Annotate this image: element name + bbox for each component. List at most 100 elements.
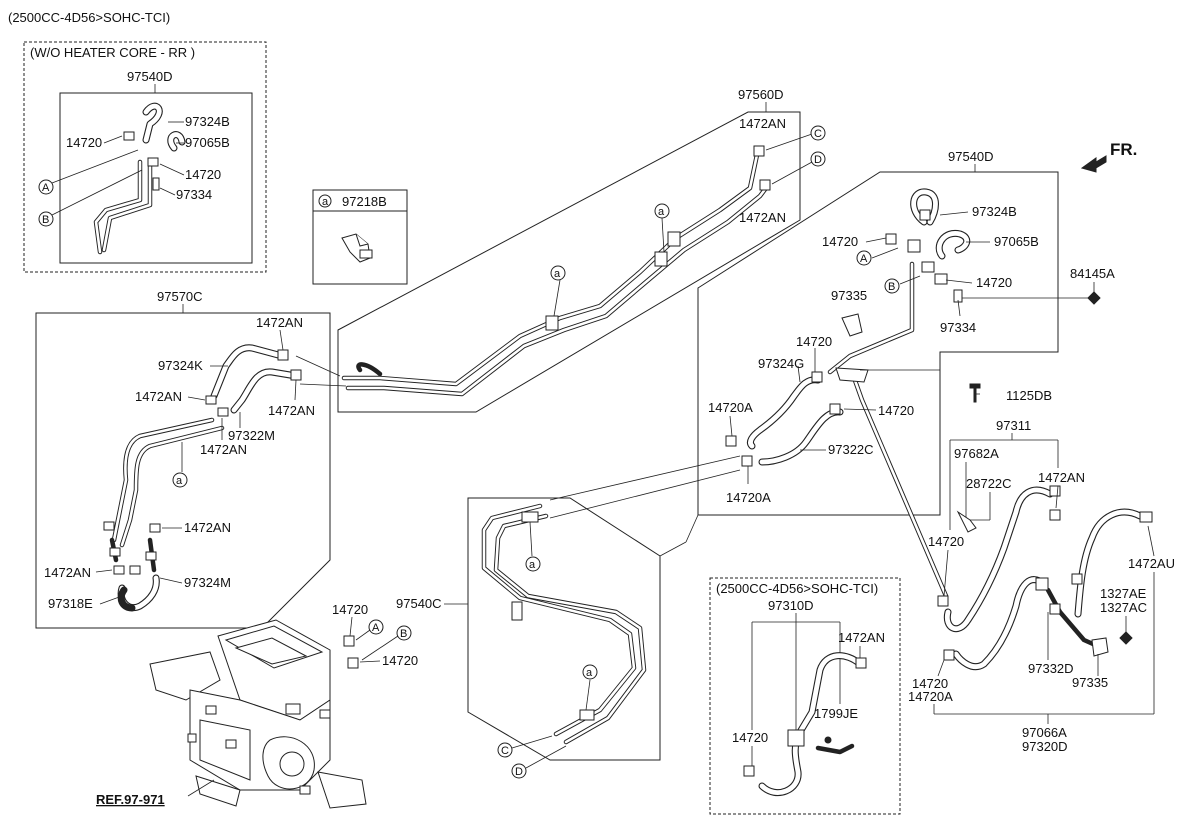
inset-label-1799je: 1799JE	[814, 706, 858, 721]
right-hoses	[937, 485, 1153, 671]
clamp	[907, 239, 921, 253]
clamp	[753, 145, 765, 157]
main-label-97322c: 97322C	[828, 442, 874, 457]
unit-marker-a: A	[372, 622, 380, 634]
right-label-14720: 14720	[928, 534, 964, 549]
long-pipe-label-1472an: 1472AN	[739, 210, 786, 225]
under-marker-a: a	[586, 667, 593, 679]
clamp	[811, 371, 823, 383]
rear-label-97322m: 97322M	[228, 428, 275, 443]
main-label-14720a: 14720A	[726, 490, 771, 505]
main-label-1125db: 1125DB	[1006, 388, 1052, 403]
rear-label-97324k: 97324K	[158, 358, 203, 373]
main-marker-b-circle	[884, 278, 900, 294]
clamp	[921, 261, 935, 273]
clamp	[205, 395, 217, 405]
inset-assembly-label: 97310D	[768, 598, 814, 613]
under-marker-a: a	[529, 559, 536, 571]
clamp	[885, 233, 897, 245]
bracket-marker: a	[322, 196, 329, 208]
unit-label-14720: 14720	[382, 653, 418, 668]
pipe-clip	[511, 601, 523, 621]
clamp	[725, 435, 737, 447]
clamp	[741, 455, 753, 467]
under-marker-c-circle	[497, 742, 513, 758]
bracket-part-label: 97218B	[342, 194, 387, 209]
right-label-1327ac: 1327AC	[1100, 600, 1147, 615]
rear-marker-circle	[172, 472, 188, 488]
under-marker-a-circle	[582, 664, 598, 680]
bracket-box	[312, 189, 408, 285]
clamp	[277, 349, 289, 361]
rear-label-1472an: 1472AN	[256, 315, 303, 330]
long-pipe-marker-c: C	[814, 128, 822, 140]
main-label-14720: 14720	[976, 275, 1012, 290]
main-marker-a-circle	[856, 250, 872, 266]
unit-marker-a-circle	[368, 619, 384, 635]
main-label-97324b: 97324B	[972, 204, 1017, 219]
rear-marker-a: a	[176, 475, 183, 487]
long-pipe-marker-a: a	[554, 268, 561, 280]
right-label-1472an: 1472AN	[1038, 470, 1085, 485]
right-label-97682a: 97682A	[954, 446, 999, 461]
under-marker-d: D	[515, 766, 523, 778]
hvac-unit-drawing	[149, 619, 367, 809]
clamp	[743, 765, 755, 777]
nut-icon	[1087, 291, 1101, 305]
rear-label-97324m: 97324M	[184, 575, 231, 590]
long-pipe-marker-a-circle	[550, 265, 566, 281]
under-marker-d-circle	[511, 763, 527, 779]
bracket	[152, 177, 160, 191]
marker-c-circle	[810, 125, 826, 141]
label-97324b: 97324B	[185, 114, 230, 129]
main-hose-box	[697, 171, 1059, 516]
bolt-icon	[969, 383, 981, 403]
main-label-97334: 97334	[940, 320, 976, 335]
clamp	[934, 273, 948, 285]
clamp	[113, 565, 125, 575]
inset-hose	[743, 652, 867, 796]
clamp	[147, 157, 159, 167]
under-pipe	[481, 503, 647, 745]
pipe-clip	[579, 709, 595, 721]
pipe-clip	[654, 251, 668, 267]
engine-header: (2500CC-4D56>SOHC-TCI)	[8, 10, 170, 25]
right-label-1472au: 1472AU	[1128, 556, 1175, 571]
long-pipe-marker-d: D	[814, 154, 822, 166]
long-pipe-marker-a: a	[658, 206, 665, 218]
bracket-clip-icon	[341, 233, 373, 263]
marker-b: B	[42, 214, 49, 226]
right-label-1327ae: 1327AE	[1100, 586, 1147, 601]
heater-core-assembly-label: 97540D	[127, 69, 173, 84]
heater-core-hoses	[93, 102, 186, 255]
label-97065b: 97065B	[185, 135, 230, 150]
inset-label-1472an: 1472AN	[838, 630, 885, 645]
right-label-28722c: 28722C	[966, 476, 1012, 491]
label-14720: 14720	[66, 135, 102, 150]
main-label-14720a: 14720A	[708, 400, 753, 415]
marker-d-circle	[810, 151, 826, 167]
main-assembly-label: 97540D	[948, 149, 994, 164]
inset-box	[709, 577, 901, 815]
long-pipe-label-1472an: 1472AN	[739, 116, 786, 131]
long-pipe-frame	[337, 111, 801, 413]
clamp	[343, 635, 355, 647]
main-label-14720: 14720	[822, 234, 858, 249]
pipe-clip	[521, 511, 539, 523]
under-marker-a-circle	[525, 556, 541, 572]
long-pipe	[341, 145, 771, 397]
heater-core-box	[23, 41, 267, 273]
under-marker-c: C	[501, 745, 509, 757]
main-label-97335: 97335	[831, 288, 867, 303]
main-marker-a: A	[860, 253, 868, 265]
front-arrow-icon	[1080, 155, 1107, 173]
right-label-14720a: 14720A	[908, 689, 953, 704]
main-label-14720: 14720	[878, 403, 914, 418]
pipe-clip	[545, 315, 559, 331]
clamp	[829, 403, 841, 415]
clamp	[103, 521, 115, 531]
clamp	[145, 551, 157, 561]
unit-marker-b: B	[400, 628, 407, 640]
unit-label-14720: 14720	[332, 602, 368, 617]
